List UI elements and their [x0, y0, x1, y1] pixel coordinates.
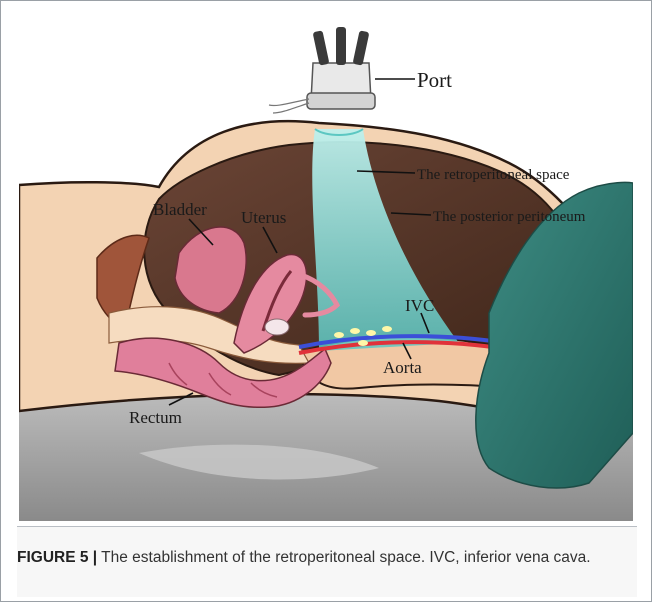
retroperitoneal-space-label: The retroperitoneal space — [417, 167, 570, 183]
port-device — [269, 27, 375, 113]
port-label: Port — [417, 68, 452, 92]
lymph-node — [366, 330, 376, 336]
lymph-node — [350, 328, 360, 334]
bladder-label: Bladder — [153, 200, 207, 219]
lymph-node — [382, 326, 392, 332]
figure-number: FIGURE 5 | — [17, 549, 97, 566]
ivc-label: IVC — [405, 296, 434, 315]
lymph-node — [334, 332, 344, 338]
caption-box: FIGURE 5 | The establishment of the retr… — [17, 526, 637, 597]
lymph-node — [358, 340, 368, 346]
caption-text: The establishment of the retroperitoneal… — [97, 549, 590, 566]
uterus-label: Uterus — [241, 208, 286, 227]
rectum-label: Rectum — [129, 408, 182, 427]
ovary — [265, 319, 289, 335]
aorta-label: Aorta — [383, 358, 422, 377]
figure-caption: FIGURE 5 | The establishment of the retr… — [17, 547, 637, 568]
posterior-peritoneum-label: The posterior peritoneum — [433, 209, 586, 225]
anatomy-illustration: Port The retroperitoneal space The poste… — [19, 13, 633, 521]
